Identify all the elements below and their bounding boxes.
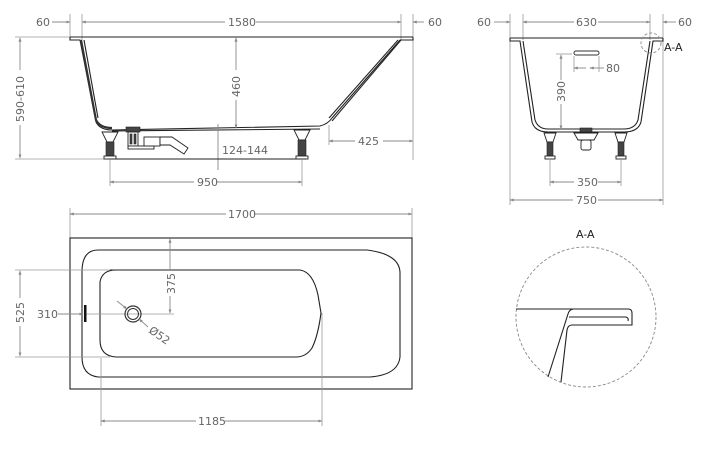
dim-end-overflow-width: 80 (606, 62, 620, 75)
section-marker-circle (640, 32, 662, 54)
dim-side-rim-right: 60 (428, 16, 442, 29)
foot-left (101, 131, 119, 160)
detail-view-a-a: A-A (515, 228, 657, 388)
overflow-mark (84, 305, 87, 322)
dim-side-slope-offset: 425 (358, 135, 379, 148)
detail-circle (515, 246, 657, 388)
dim-end-total-width: 750 (576, 194, 597, 207)
foot-right (293, 129, 311, 160)
dim-plan-drain-from-top: 375 (165, 273, 178, 294)
end-view: 60 630 60 80 390 A-A (477, 14, 692, 207)
dim-side-inner-depth: 460 (230, 76, 243, 97)
dim-end-top-width: 630 (576, 16, 597, 29)
dim-plan-drain-diameter: Ø52 (146, 324, 172, 348)
end-drain (573, 127, 599, 151)
dim-side-total-height: 590-610 (14, 76, 27, 122)
end-foot-right (614, 132, 628, 160)
dim-end-rim-right: 60 (678, 16, 692, 29)
dim-side-rim-left: 60 (36, 16, 50, 29)
dim-end-overflow-height: 390 (555, 81, 568, 102)
tub-outline (69, 237, 413, 390)
section-marker-label: A-A (664, 41, 683, 54)
dim-side-foot-height: 124-144 (222, 144, 268, 157)
tub-rim-inner (81, 249, 401, 378)
detail-title: A-A (576, 228, 595, 241)
dim-end-feet-spacing: 350 (577, 176, 598, 189)
dim-plan-total-length: 1700 (228, 208, 256, 221)
tub-floor (99, 269, 322, 358)
drain-inner-icon (127, 308, 139, 320)
dim-plan-floor-length: 1185 (198, 415, 226, 428)
dim-end-rim-left: 60 (477, 16, 491, 29)
dim-side-feet-spacing: 950 (197, 176, 218, 189)
dim-plan-total-width: 525 (14, 302, 27, 323)
dim-side-top-length: 1580 (228, 16, 256, 29)
side-view: 60 1580 60 590-610 460 124-144 425 (14, 14, 442, 189)
plan-view: 1700 525 310 Ø52 375 1185 (14, 208, 413, 428)
drain-outer-icon (124, 305, 142, 323)
drain-assembly-side (125, 126, 189, 155)
end-foot-left (543, 132, 557, 160)
dim-plan-drain-from-end: 310 (37, 308, 58, 321)
